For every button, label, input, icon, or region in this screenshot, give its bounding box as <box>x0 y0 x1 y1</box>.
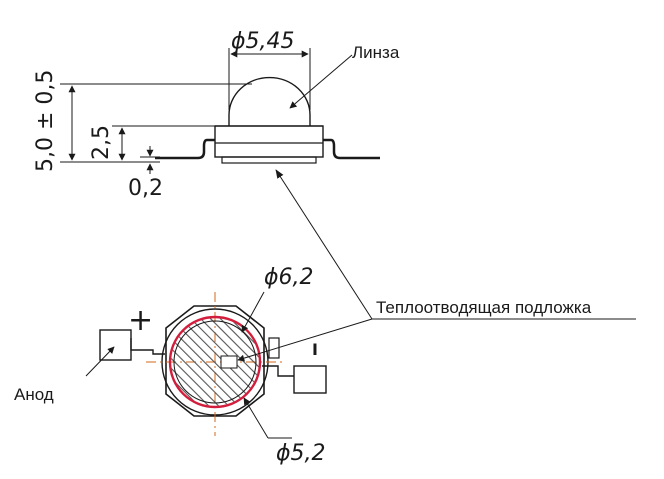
red-ring <box>168 315 262 409</box>
led-body <box>214 125 324 158</box>
outer-housing <box>165 305 265 417</box>
body-height-label: 2,5 <box>89 125 114 160</box>
lens-dome <box>228 76 311 126</box>
top-view: ϕ6,2 ϕ5,2 + I Анод <box>14 265 327 466</box>
plus-sign: + <box>128 303 153 338</box>
anode-terminal <box>130 338 165 355</box>
outer-diameter-label: ϕ6,2 <box>264 265 314 290</box>
anode-pad <box>99 329 132 361</box>
cathode-terminal <box>262 365 294 377</box>
left-lead <box>155 138 215 160</box>
lens-label: Линза <box>352 43 400 62</box>
anode-label: Анод <box>14 385 54 404</box>
inner-diameter-label: ϕ5,2 <box>276 441 326 466</box>
top-diameter-label: ϕ5,45 <box>231 29 295 54</box>
heat-sink-area <box>171 318 259 406</box>
total-height-label: 5,0 ± 0,5 <box>33 70 58 172</box>
lead-thickness-label: 0,2 <box>128 176 163 201</box>
minus-sign: I <box>312 340 318 359</box>
chip <box>220 355 238 369</box>
right-lead <box>323 138 380 160</box>
heat-sink-label: Теплоотводящая подложка <box>376 298 592 317</box>
cathode-pad <box>293 365 327 394</box>
heat-sink-callout: Теплоотводящая подложка <box>237 169 636 362</box>
side-view: ϕ5,45 Линза 5,0 ± 0,5 2,5 0,2 <box>33 29 400 201</box>
